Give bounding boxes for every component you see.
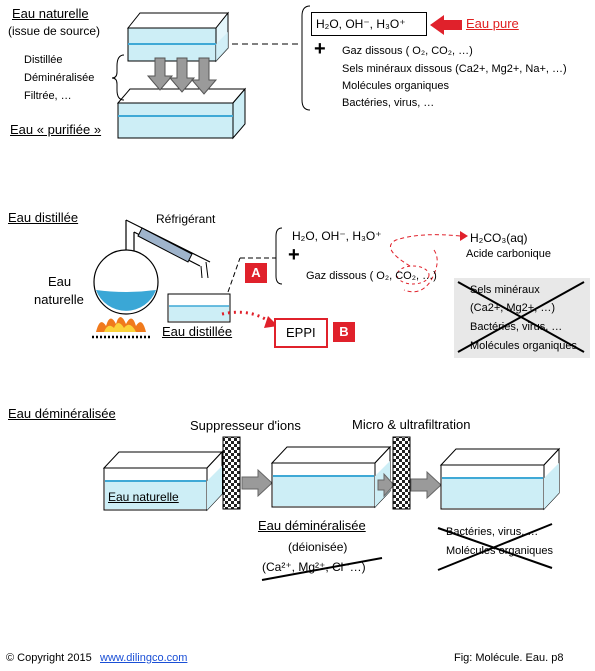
- removed-ions-label: (Ca²⁺, Mg²⁺, Cl⁻…): [262, 560, 366, 574]
- components-bracket-1: [301, 5, 311, 111]
- suppressor-label: Suppresseur d'ions: [190, 418, 301, 433]
- component-organics: Molécules organiques: [342, 80, 450, 92]
- section2-title: Eau distillée: [8, 210, 79, 225]
- crossed-minerals: Sels minéraux: [470, 284, 540, 296]
- treatment-distilled: Distillée: [24, 54, 63, 66]
- crossed-microbes: Bactéries, virus, …: [470, 321, 563, 333]
- plus-sign-2: +: [288, 244, 300, 266]
- eppi-label: EPPI: [286, 325, 316, 340]
- tank-natural-bottom: [102, 450, 224, 512]
- tank-demineralized: [270, 445, 392, 509]
- pure-water-formula: H₂O, OH⁻, H₃O⁺: [316, 17, 406, 31]
- demineralized-label: Eau déminéralisée: [258, 518, 366, 533]
- figure-reference: Fig: Molécule. Eau. p8: [454, 652, 564, 664]
- distilled-water-label: Eau distillée: [162, 324, 233, 339]
- section1-title: Eau naturelle: [12, 6, 89, 21]
- copyright: © Copyright 2015: [6, 652, 92, 664]
- pure-water-box: H₂O, OH⁻, H₃O⁺: [311, 12, 427, 36]
- flow-arrows: [146, 57, 218, 95]
- tank-purified: [116, 87, 247, 140]
- crossed-ions: (Ca2+, Mg2+, …): [470, 302, 555, 314]
- flask-label-line1: Eau: [48, 274, 72, 289]
- badge-a: A: [245, 263, 267, 283]
- plus-sign-1: +: [314, 38, 326, 60]
- distillation-flask: [93, 219, 211, 315]
- cross-line-b: [457, 281, 585, 353]
- treatment-demineralized: Déminéralisée: [24, 72, 95, 84]
- distilled-formula: H₂O, OH⁻, H₃O⁺: [292, 229, 382, 243]
- eppi-box: EPPI: [274, 318, 328, 348]
- pure-water-label: Eau pure: [466, 16, 519, 31]
- ions-cross-line: [261, 557, 383, 581]
- condenser-label: Réfrigérant: [156, 212, 216, 226]
- treatment-brace: [111, 54, 125, 101]
- treatment-filtered: Filtrée, …: [24, 90, 72, 102]
- arrow-to-filtration: [377, 472, 395, 498]
- tank-filtered: [439, 447, 561, 511]
- arrow-to-final: [410, 470, 442, 500]
- co2-highlight: [396, 265, 430, 285]
- filtered-organics: Molécules organiques: [446, 545, 554, 557]
- component-minerals: Sels minéraux dissous (Ca2+, Mg2+, Na+, …: [342, 63, 567, 75]
- acid-return-arrow: [403, 249, 438, 293]
- co2-to-acid-arrow: [389, 234, 461, 267]
- condenser: [137, 227, 209, 279]
- components-bracket-2: [275, 227, 283, 285]
- tank-natural-top: [126, 11, 230, 63]
- bottom-cross-b: [437, 523, 553, 571]
- purified-label: Eau « purifiée »: [10, 122, 102, 137]
- dashed-link-2: [227, 257, 241, 293]
- distilled-gas: Gaz dissous ( O₂, CO₂, …): [306, 270, 437, 282]
- red-arrow-pure: [430, 15, 462, 35]
- filtered-microbes: Bactéries, virus, …: [446, 526, 539, 538]
- natural-tank-label: Eau naturelle: [108, 490, 179, 504]
- deionized-label: (déionisée): [288, 540, 348, 554]
- website-link[interactable]: www.dilingco.com: [100, 652, 188, 664]
- microfiltration-label: Micro & ultrafiltration: [352, 417, 471, 432]
- microfiltration-column: [392, 436, 411, 510]
- carbonic-formula: H₂CO₃(aq): [470, 231, 528, 245]
- component-gas: Gaz dissous ( O₂, CO₂, …): [342, 45, 473, 57]
- badge-b: B: [333, 322, 355, 342]
- carbonic-acid-label: Acide carbonique: [466, 248, 552, 260]
- section3-title: Eau déminéralisée: [8, 406, 116, 421]
- component-microbes: Bactéries, virus, …: [342, 97, 435, 109]
- source-note: (issue de source): [8, 24, 101, 38]
- distilled-beaker: [167, 293, 231, 323]
- crossed-organics: Molécules organiques: [470, 340, 578, 352]
- arrow-to-demin: [241, 468, 273, 498]
- burner-flame: [92, 317, 150, 339]
- ion-suppressor-column: [222, 436, 241, 510]
- flask-label-line2: naturelle: [34, 292, 84, 307]
- co2-to-acid-head: [460, 231, 468, 241]
